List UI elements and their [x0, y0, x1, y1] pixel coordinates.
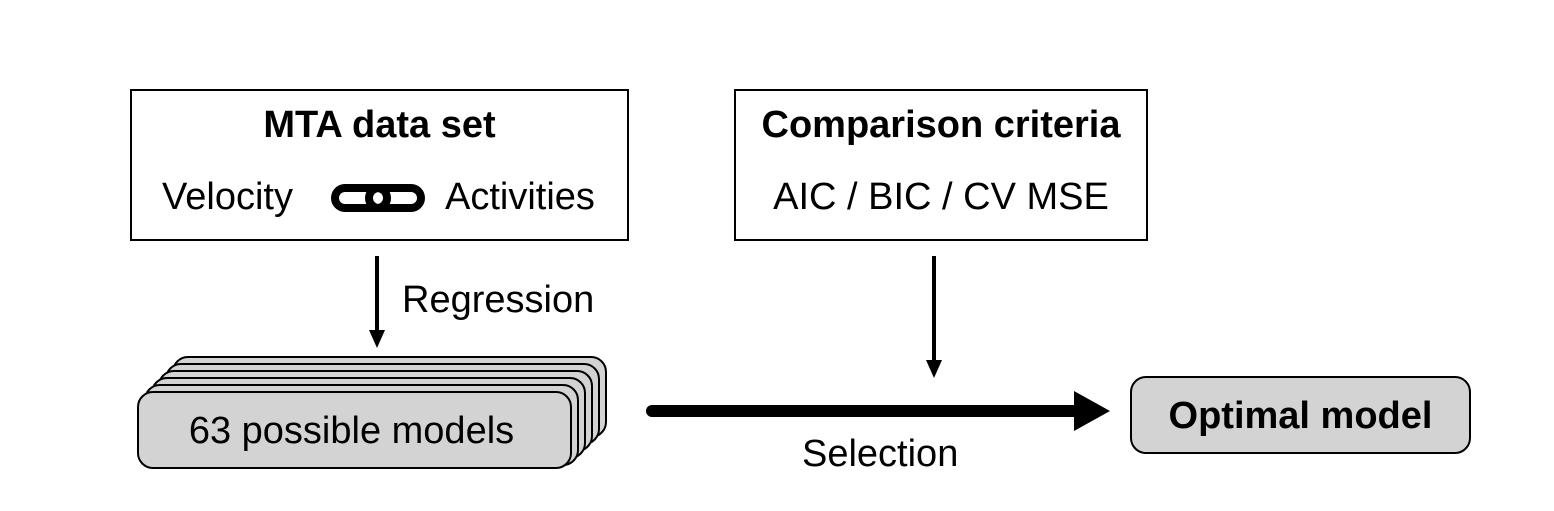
criteria-arrow — [926, 256, 942, 378]
comparison-criteria-box: Comparison criteria AIC / BIC / CV MSE — [734, 89, 1148, 241]
mta-data-set-box: MTA data set Velocity Activities — [130, 89, 629, 241]
regression-label: Regression — [402, 279, 595, 321]
possible-models-label: 63 possible models — [188, 410, 515, 452]
optimal-model-box: Optimal model — [1130, 376, 1471, 454]
comparison-criteria-title: Comparison criteria — [761, 104, 1121, 146]
activities-label: Activities — [445, 176, 595, 218]
velocity-label: Velocity — [162, 176, 293, 218]
regression-arrow — [369, 256, 385, 348]
mta-data-set-title: MTA data set — [263, 104, 496, 146]
selection-arrow — [646, 391, 1110, 431]
model-card-front: 63 possible models — [137, 391, 572, 469]
selection-label: Selection — [802, 433, 959, 475]
criteria-list: AIC / BIC / CV MSE — [773, 176, 1109, 218]
optimal-model-label: Optimal model — [1168, 395, 1433, 437]
mta-data-row: Velocity Activities — [132, 177, 627, 219]
chain-link-icon — [331, 183, 425, 213]
